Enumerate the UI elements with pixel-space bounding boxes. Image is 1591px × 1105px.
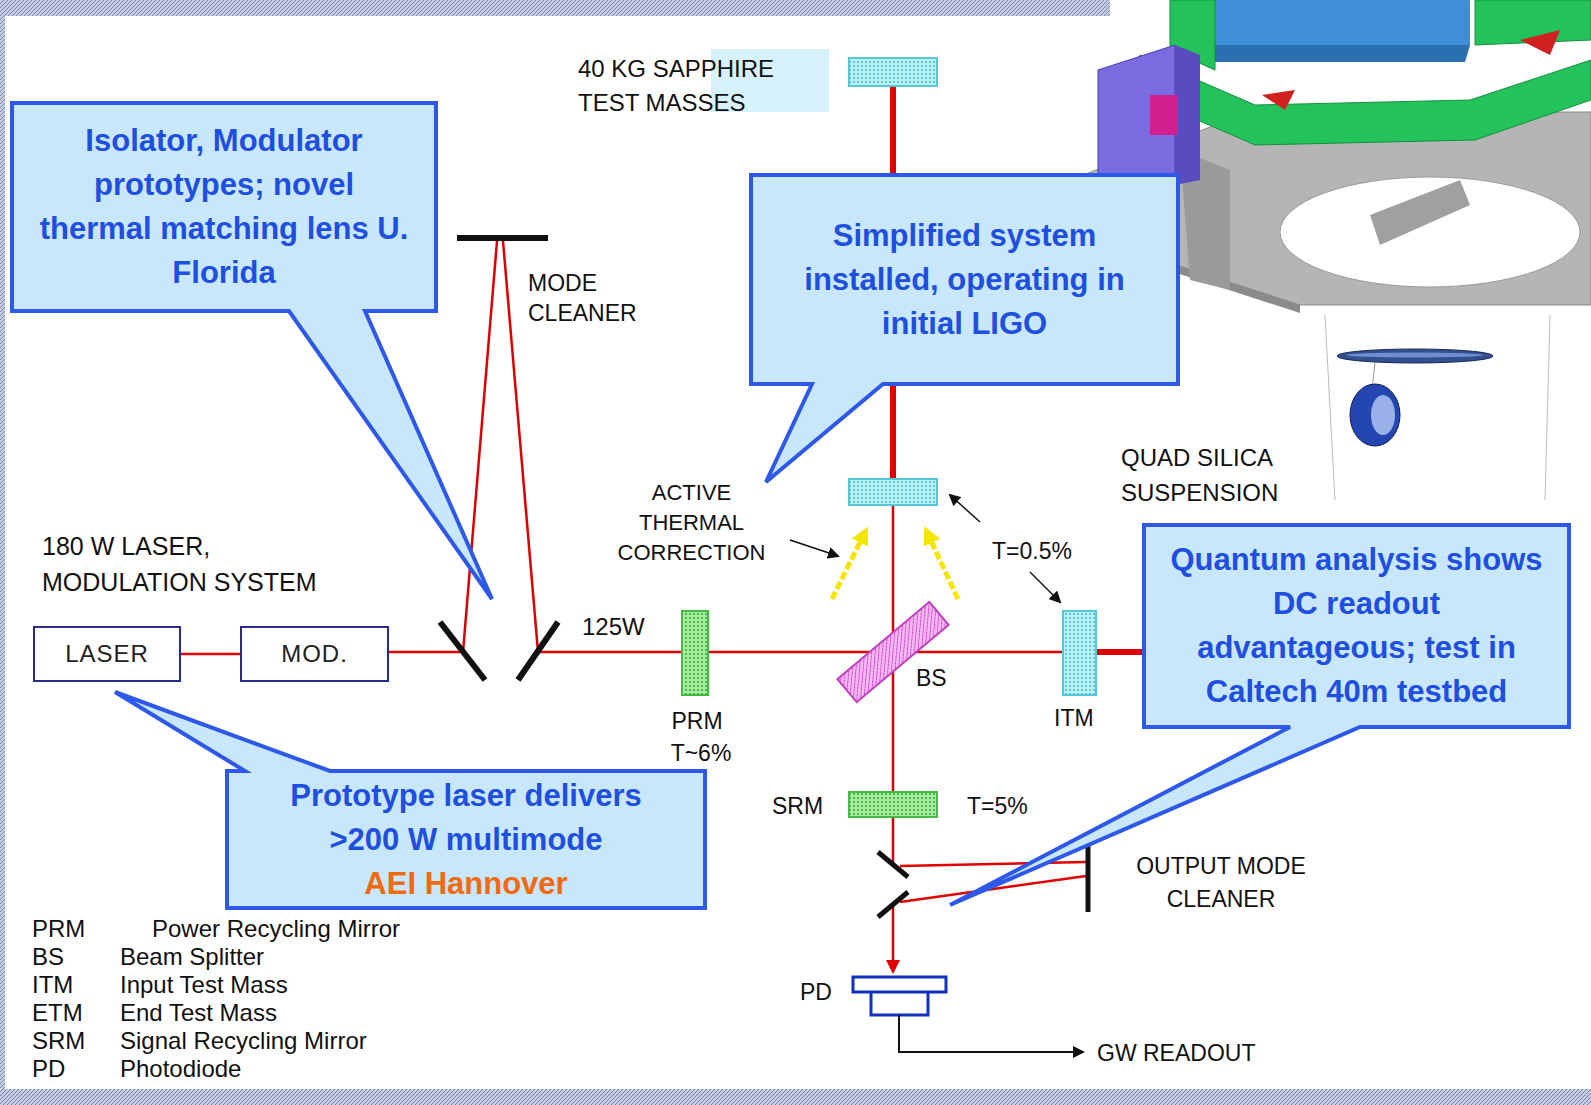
test-mass (1350, 384, 1400, 446)
photodiode (871, 992, 928, 1015)
suspension-disk (1337, 349, 1493, 363)
part-label: ITM (1054, 703, 1094, 733)
border-band (0, 0, 1110, 16)
platform-hole (1280, 177, 1580, 287)
beam-arrow (892, 905, 895, 972)
pointer-arrow (790, 540, 838, 556)
mirror (518, 622, 558, 680)
callout-box: Prototype laser delivers >200 W multimod… (225, 769, 707, 910)
callout-text: AEI Hannover (364, 862, 567, 906)
pointer-arrow (950, 495, 980, 522)
part-label: PRM (657, 706, 737, 736)
legend-text: ETM (32, 999, 83, 1027)
mirror (440, 622, 485, 680)
legend-text: ITM (32, 971, 73, 999)
legend-text: SRM (32, 1027, 85, 1055)
part-label: GW READOUT (1097, 1038, 1255, 1068)
wedge (1520, 30, 1560, 55)
legend-text: Beam Splitter (120, 943, 264, 971)
legend-text: End Test Mass (120, 999, 277, 1027)
wedge (1262, 90, 1295, 110)
part-label: BS (916, 663, 947, 693)
callout-outline (115, 692, 705, 908)
legend-text: PD (32, 1055, 65, 1083)
test-mass (849, 58, 937, 86)
part-label: ACTIVE THERMAL CORRECTION (604, 478, 779, 568)
block (1150, 95, 1178, 135)
heat-arrow (926, 530, 958, 599)
module-label: MOD. (281, 639, 348, 669)
readout-line (899, 1015, 1083, 1052)
part-label: 40 KG SAPPHIRE TEST MASSES (578, 52, 818, 120)
legend-text: PRM (32, 915, 85, 943)
part-label: MODE CLEANER (528, 268, 678, 328)
callout-text: Simplified system installed, operating i… (777, 214, 1152, 346)
test-mass (849, 479, 937, 505)
recycling-mirror (849, 792, 937, 817)
part-label: QUAD SILICA SUSPENSION (1121, 440, 1321, 510)
suspension-wire (1325, 315, 1335, 500)
part-label: 125W (582, 612, 645, 642)
heat-arrow (832, 530, 866, 599)
callout-outline (12, 103, 492, 599)
beam (463, 241, 497, 652)
mirror (878, 852, 908, 877)
callout-outline (751, 175, 1178, 482)
mirror (457, 235, 548, 241)
beam (900, 876, 1086, 902)
module-box: MOD. (240, 626, 389, 682)
part-label: T=5% (967, 791, 1028, 821)
legend-text: Power Recycling Mirror (152, 915, 400, 943)
module-label: LASER (65, 639, 149, 669)
module-box: LASER (33, 626, 181, 682)
beam (538, 651, 1063, 654)
callout-text: Prototype laser delivers >200 W multimod… (253, 774, 679, 862)
callout-box: Quantum analysis shows DC readout advant… (1142, 523, 1571, 729)
beam (900, 862, 1086, 866)
callout-box: Simplified system installed, operating i… (749, 173, 1180, 386)
gusset (1370, 180, 1470, 245)
border-band (0, 0, 5, 1105)
callout-text: Isolator, Modulator prototypes; novel th… (38, 119, 410, 295)
frame (1140, 55, 1591, 145)
photodiode (853, 977, 946, 992)
suspension-disk (1347, 353, 1483, 358)
cylinder (1205, 0, 1470, 45)
legend-text: Input Test Mass (120, 971, 288, 999)
beam-connector (181, 653, 240, 656)
pointer-arrow (1030, 572, 1060, 602)
test-mass (1371, 395, 1395, 435)
mirror (878, 892, 908, 917)
callout-outline (950, 525, 1569, 905)
part-label: OUTPUT MODE CLEANER (1091, 850, 1351, 916)
border-band (0, 1089, 1591, 1105)
recycling-mirror (682, 611, 708, 695)
block-side (1175, 45, 1200, 185)
part-label: PD (800, 977, 832, 1007)
beam (389, 651, 463, 654)
part-label: SRM (772, 791, 823, 821)
callout-text: Quantum analysis shows DC readout advant… (1170, 538, 1543, 714)
legend-text: BS (32, 943, 64, 971)
part-label: 180 W LASER, MODULATION SYSTEM (42, 528, 342, 600)
cylinder-rim (1205, 45, 1470, 62)
suspension-wire (1545, 315, 1550, 500)
callout-box: Isolator, Modulator prototypes; novel th… (10, 101, 438, 313)
legend-text: Photodiode (120, 1055, 241, 1083)
beam-splitter (837, 602, 948, 702)
part-label: T~6% (651, 738, 751, 768)
legend-text: Signal Recycling Mirror (120, 1027, 367, 1055)
part-label: T=0.5% (992, 536, 1072, 566)
test-mass (1063, 611, 1096, 695)
